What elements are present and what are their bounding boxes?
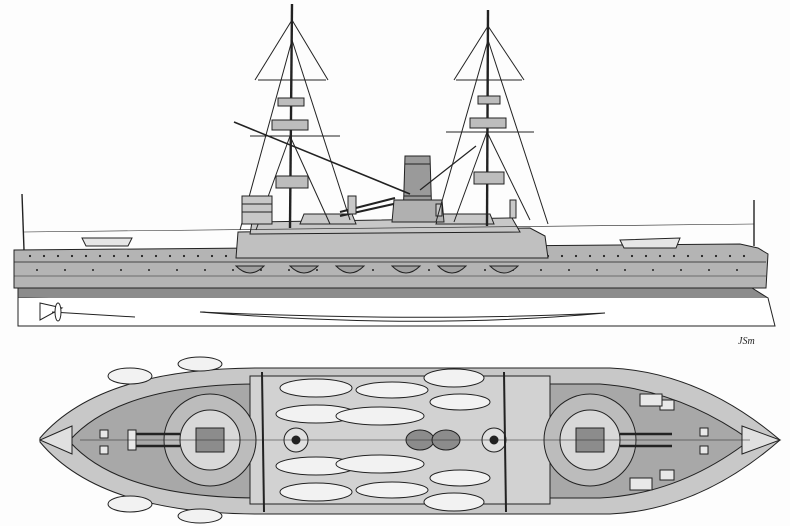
boat	[429, 393, 491, 411]
porthole	[28, 254, 32, 258]
boat	[107, 367, 153, 385]
porthole	[140, 254, 144, 258]
porthole	[204, 269, 206, 271]
porthole	[652, 269, 654, 271]
porthole	[232, 269, 234, 271]
porthole	[36, 269, 38, 271]
porthole	[168, 254, 172, 258]
ships-boats	[107, 356, 491, 524]
boat	[355, 381, 429, 399]
porthole	[588, 254, 592, 258]
porthole	[484, 269, 486, 271]
porthole	[658, 254, 662, 258]
side-elevation: JSm	[13, 3, 776, 347]
porthole	[64, 269, 66, 271]
porthole	[540, 269, 542, 271]
funnel	[391, 155, 445, 223]
porthole	[568, 269, 570, 271]
boat	[107, 495, 153, 513]
boat	[279, 378, 353, 398]
foremast	[233, 3, 411, 231]
porthole	[630, 254, 634, 258]
porthole	[560, 254, 564, 258]
porthole	[602, 254, 606, 258]
porthole	[624, 269, 626, 271]
boat	[177, 508, 223, 524]
side-boats	[81, 237, 681, 249]
boat	[423, 492, 485, 512]
porthole	[316, 269, 318, 271]
porthole	[574, 254, 578, 258]
porthole	[98, 254, 102, 258]
boat	[423, 368, 485, 388]
porthole	[616, 254, 620, 258]
underwater-hull	[17, 297, 776, 327]
deck-fitting	[99, 445, 109, 455]
artist-signature: JSm	[738, 336, 755, 347]
rudder-propeller	[39, 302, 136, 322]
bilge-keel	[199, 311, 606, 322]
porthole	[84, 254, 88, 258]
boat	[355, 481, 429, 499]
deck-fitting	[639, 393, 663, 407]
porthole	[728, 254, 732, 258]
plan-guns	[130, 432, 672, 448]
porthole	[182, 254, 186, 258]
porthole	[672, 254, 676, 258]
porthole	[742, 254, 746, 258]
porthole	[196, 254, 200, 258]
deck-fitting	[99, 429, 109, 439]
deck-fitting	[699, 445, 709, 455]
bridge	[241, 195, 273, 225]
porthole	[92, 269, 94, 271]
porthole	[708, 269, 710, 271]
porthole	[70, 254, 74, 258]
porthole	[210, 254, 214, 258]
porthole	[372, 269, 374, 271]
main-hull	[13, 243, 769, 289]
casemates	[234, 265, 520, 274]
boat	[429, 469, 491, 487]
gun-turrets	[299, 197, 495, 225]
porthole	[224, 254, 228, 258]
porthole	[686, 254, 690, 258]
plan-view	[38, 356, 782, 524]
deck-fitting	[659, 469, 675, 481]
ventilators	[347, 195, 517, 219]
porthole	[176, 269, 178, 271]
porthole	[42, 254, 46, 258]
porthole	[596, 269, 598, 271]
porthole	[680, 269, 682, 271]
porthole	[112, 254, 116, 258]
boat	[335, 406, 425, 426]
porthole	[736, 269, 738, 271]
porthole	[428, 269, 430, 271]
boat	[335, 454, 425, 474]
stern-tip	[38, 425, 73, 455]
porthole	[700, 254, 704, 258]
boat	[177, 356, 223, 372]
staffs	[21, 193, 755, 251]
boat	[279, 482, 353, 502]
porthole	[714, 254, 718, 258]
deck-fitting	[699, 427, 709, 437]
deck-fitting	[629, 477, 653, 491]
porthole	[120, 269, 122, 271]
mainmast	[419, 9, 549, 227]
porthole	[126, 254, 130, 258]
porthole	[288, 269, 290, 271]
porthole	[56, 254, 60, 258]
porthole	[154, 254, 158, 258]
porthole	[644, 254, 648, 258]
porthole	[148, 269, 150, 271]
